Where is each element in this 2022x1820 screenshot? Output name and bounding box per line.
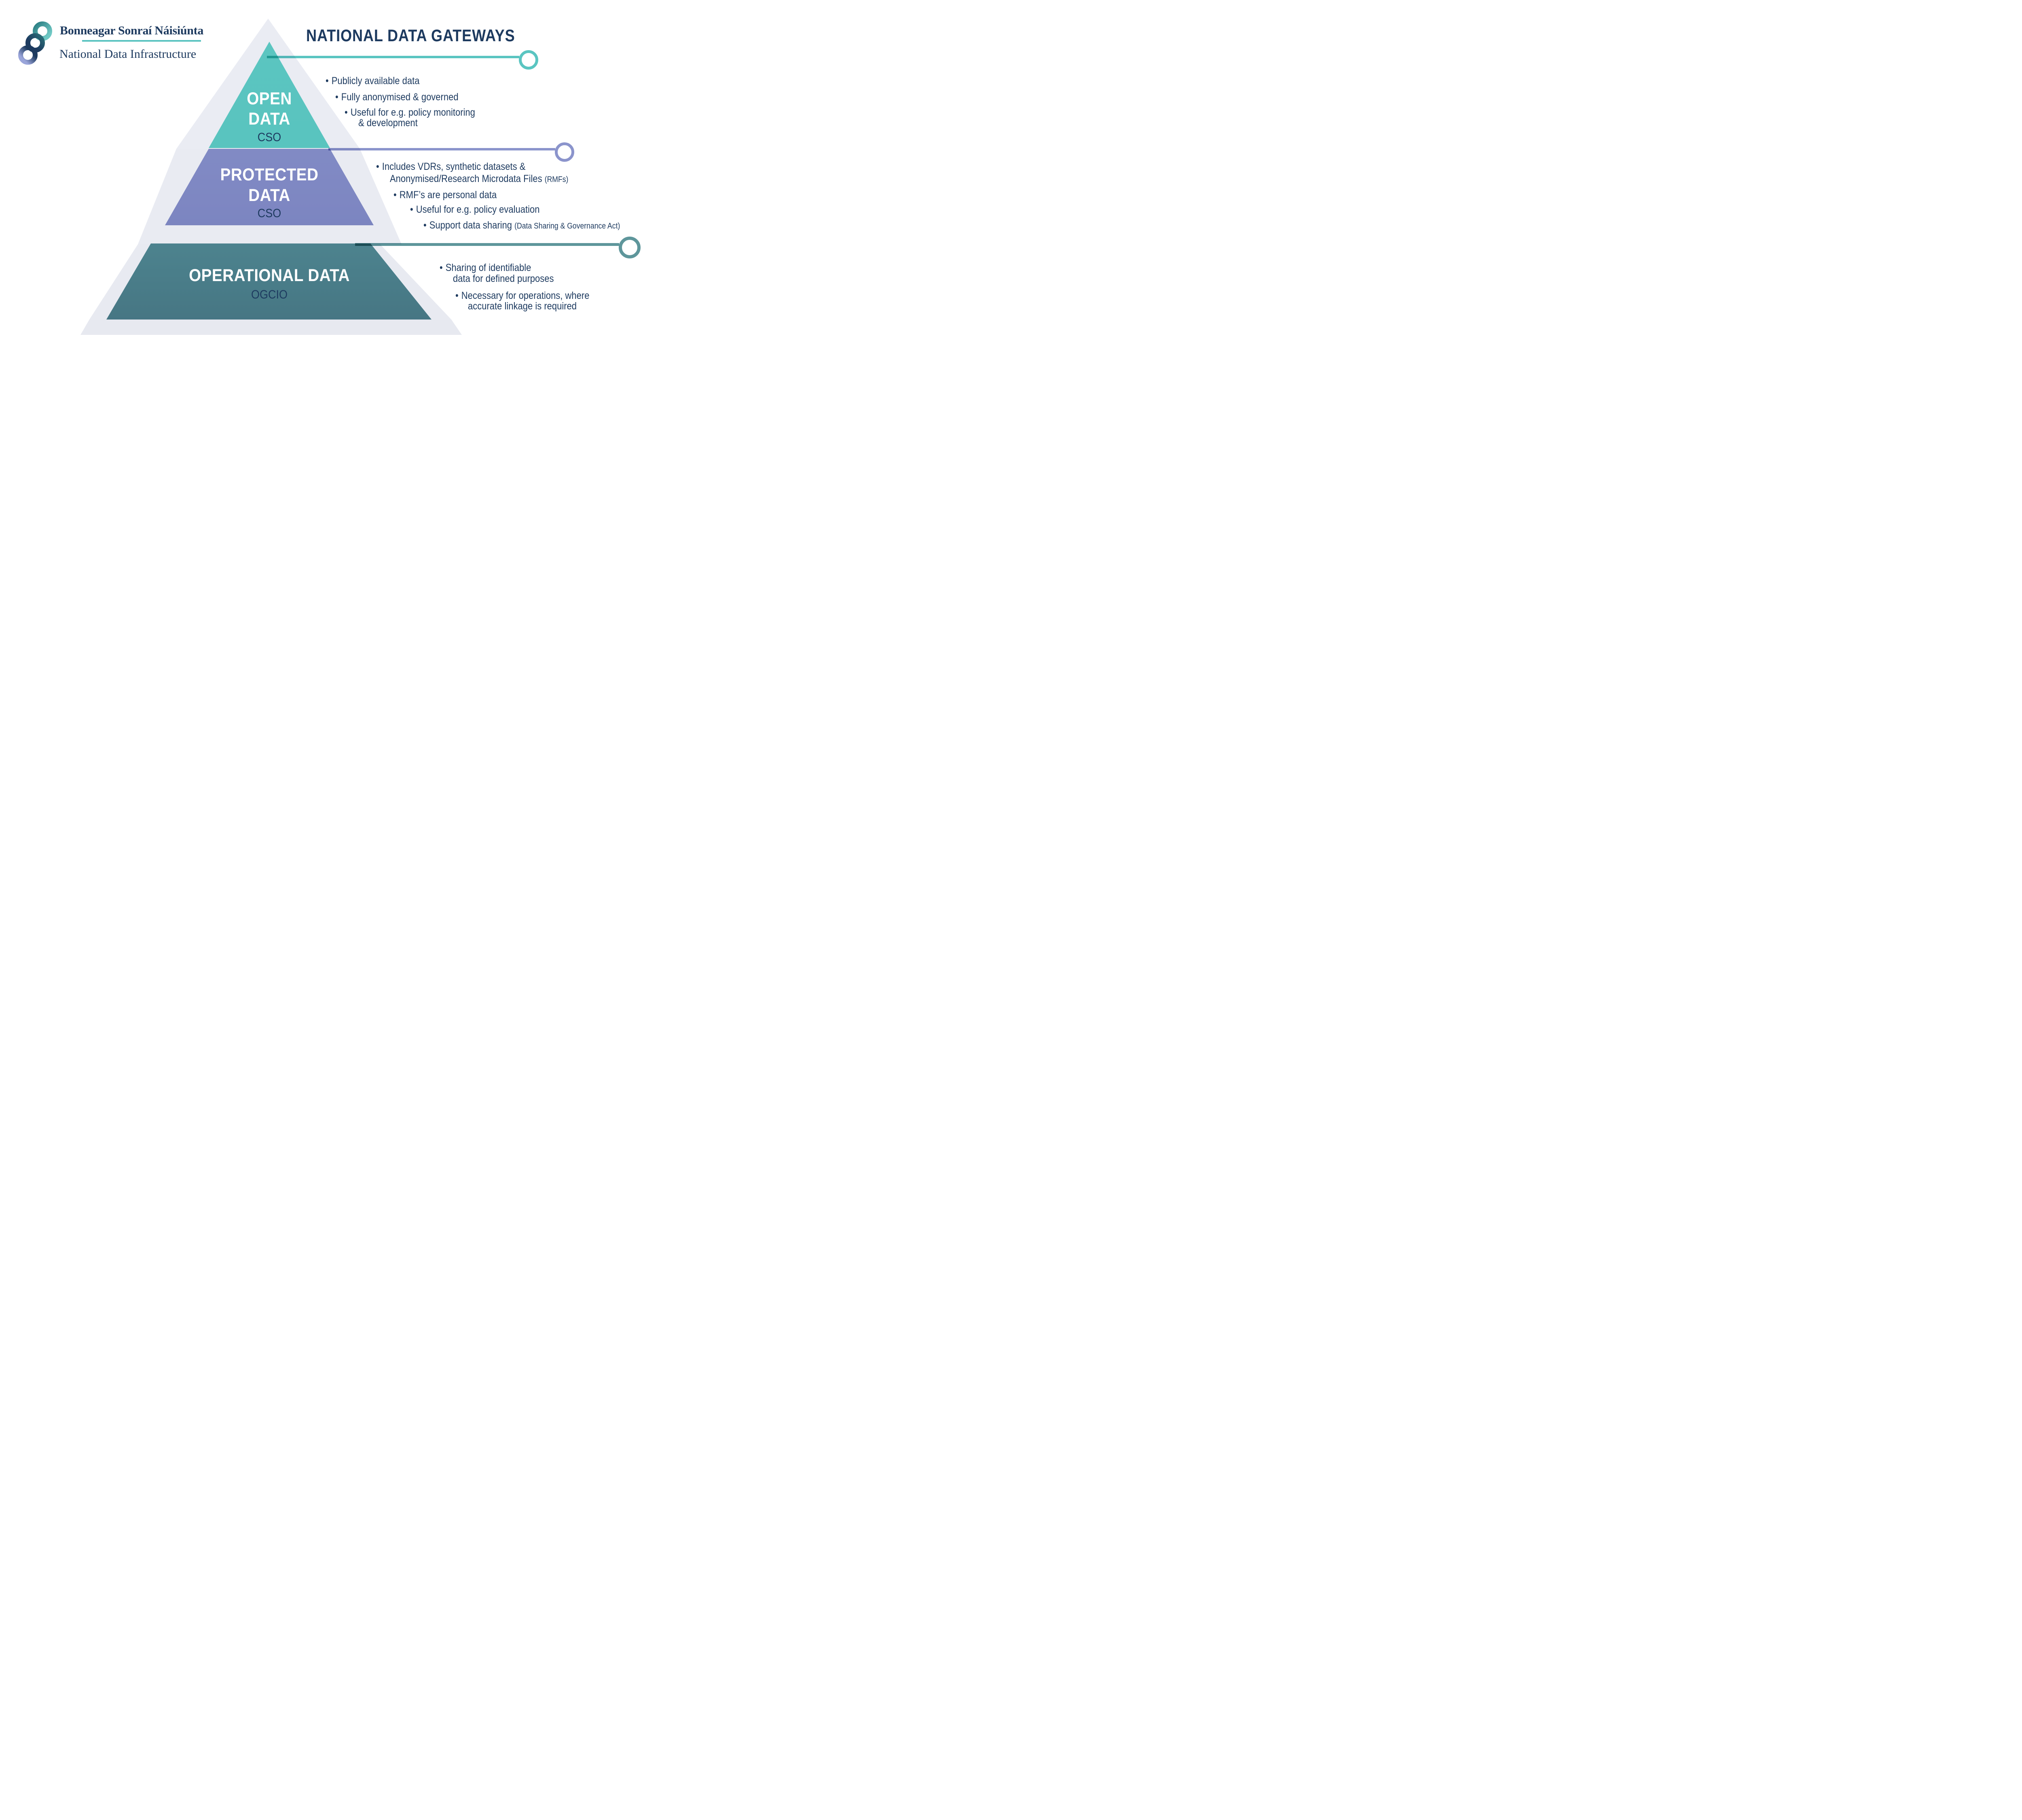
infographic-canvas: Bonneagar Sonraí Náisiúnta National Data… xyxy=(0,0,647,364)
bullet-dot: • xyxy=(440,262,443,273)
protected-bullet-3-text: Useful for e.g. policy evaluation xyxy=(416,204,540,215)
bullet-dot: • xyxy=(376,161,379,172)
open-data-label-line1: OPEN xyxy=(247,89,292,108)
protected-bullet-2-text: RMF’s are personal data xyxy=(399,189,497,201)
open-bullet-1-text: Publicly available data xyxy=(331,75,420,87)
protected-data-org-label: CSO xyxy=(257,207,281,220)
protected-data-label-line1: PROTECTED xyxy=(220,165,319,184)
protected-bullet-3: •Useful for e.g. policy evaluation xyxy=(410,204,539,216)
operational-bullet-1-line2: data for defined purposes xyxy=(453,273,554,284)
connector-ring-icon-open xyxy=(519,50,538,70)
protected-bullet-1-line1: Includes VDRs, synthetic datasets & xyxy=(382,161,526,172)
operational-bullet-1: •Sharing of identifiable xyxy=(440,262,531,274)
bullet-dot: • xyxy=(423,220,427,231)
logo-title-irish: Bonneagar Sonraí Náisiúnta xyxy=(60,24,204,37)
operational-data-label: OPERATIONAL DATA xyxy=(189,266,350,285)
connector-line-operational xyxy=(355,243,619,246)
open-bullet-2-text: Fully anonymised & governed xyxy=(341,91,459,103)
protected-bullet-4: •Support data sharing (Data Sharing & Go… xyxy=(423,220,620,231)
protected-bullet-1-line2: Anonymised/Research Microdata Files xyxy=(390,173,542,184)
connector-ring-icon-operational xyxy=(619,237,641,258)
logo-title-english: National Data Infrastructure xyxy=(59,47,197,61)
open-bullet-2: •Fully anonymised & governed xyxy=(335,91,459,103)
bullet-dot: • xyxy=(345,107,348,118)
operational-bullet-1-continuation: data for defined purposes xyxy=(453,273,554,285)
bullet-dot: • xyxy=(410,204,413,215)
connector-line-open xyxy=(267,56,519,58)
open-bullet-1: •Publicly available data xyxy=(326,75,420,87)
logo-underline xyxy=(82,40,201,42)
bullet-dot: • xyxy=(393,189,397,201)
open-bullet-3-line2: & development xyxy=(358,117,418,129)
operational-bullet-1-line1: Sharing of identifiable xyxy=(445,262,531,273)
bullet-dot: • xyxy=(455,290,459,301)
protected-bullet-1-line2-small: (RMFs) xyxy=(544,175,569,184)
page-title: NATIONAL DATA GATEWAYS xyxy=(306,26,515,45)
logo-chain-rings-icon xyxy=(18,21,52,65)
open-bullet-3-continuation: & development xyxy=(358,117,418,129)
operational-bullet-2-line2: accurate linkage is required xyxy=(468,301,577,312)
protected-bullet-1-continuation: Anonymised/Research Microdata Files (RMF… xyxy=(390,173,569,185)
pyramid-layer-operational-data xyxy=(106,243,431,320)
connector-line-protected xyxy=(328,148,555,150)
protected-bullet-4-small: (Data Sharing & Governance Act) xyxy=(514,222,620,231)
protected-bullet-1: •Includes VDRs, synthetic datasets & xyxy=(376,161,525,173)
protected-bullet-2: •RMF’s are personal data xyxy=(393,189,497,201)
open-bullet-3-line1: Useful for e.g. policy monitoring xyxy=(350,107,475,118)
bullet-dot: • xyxy=(335,91,338,103)
bullet-dot: • xyxy=(326,75,329,87)
connector-ring-icon-protected xyxy=(555,142,574,162)
operational-bullet-2-continuation: accurate linkage is required xyxy=(468,301,577,312)
operational-bullet-2-line1: Necessary for operations, where xyxy=(461,290,590,301)
protected-bullet-4-text: Support data sharing xyxy=(429,220,512,231)
protected-data-label-line2: DATA xyxy=(248,186,290,205)
open-bullet-3: •Useful for e.g. policy monitoring xyxy=(345,107,475,119)
gray-pyramid-base xyxy=(80,320,462,335)
open-data-org-label: CSO xyxy=(257,131,281,144)
operational-bullet-2: •Necessary for operations, where xyxy=(455,290,589,302)
open-data-label-line2: DATA xyxy=(248,109,290,129)
operational-data-org-label: OGCIO xyxy=(251,288,288,301)
